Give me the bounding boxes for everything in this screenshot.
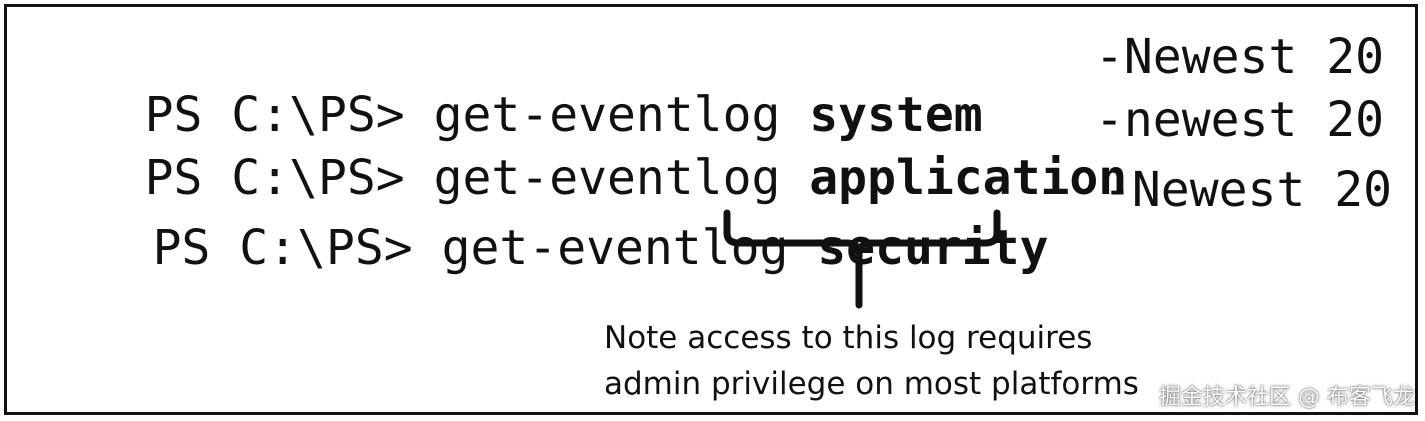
annotation-line-2: admin privilege on most platforms xyxy=(604,366,1139,402)
parameter-newest: -Newest 20 xyxy=(1103,162,1392,218)
prompt: PS C:\PS> xyxy=(144,150,405,206)
curly-brace-annotation xyxy=(723,209,1001,309)
parameter-newest: -Newest 20 xyxy=(1095,29,1384,85)
prompt: PS C:\PS> xyxy=(144,87,405,143)
cmdlet-name: get-eventlog xyxy=(433,150,781,206)
command-line-system: PS C:\PS> get-eventlog system -Newest 20 xyxy=(29,28,1384,202)
diagram-frame: PS C:\PS> get-eventlog system-Newest 20 … xyxy=(4,4,1418,415)
prompt: PS C:\PS> xyxy=(152,220,413,276)
log-name-application: application xyxy=(809,150,1128,206)
count-value: 20 xyxy=(1326,92,1384,148)
cmdlet-name: get-eventlog xyxy=(433,87,781,143)
annotation-line-1: Note access to this log requires xyxy=(604,320,1093,356)
watermark: 掘金技术社区 @ 布客飞龙 xyxy=(1159,385,1415,410)
annotation-note: Note access to this log requires admin p… xyxy=(604,315,1139,407)
cmdlet-name: get-eventlog xyxy=(441,220,789,276)
parameter-newest: -newest 20 xyxy=(1095,92,1384,148)
command-line-application: PS C:\PS> get-eventlog application-newes… xyxy=(29,91,1384,265)
log-name-system: system xyxy=(809,87,983,143)
count-value: 20 xyxy=(1334,162,1392,218)
count-value: 20 xyxy=(1326,29,1384,85)
